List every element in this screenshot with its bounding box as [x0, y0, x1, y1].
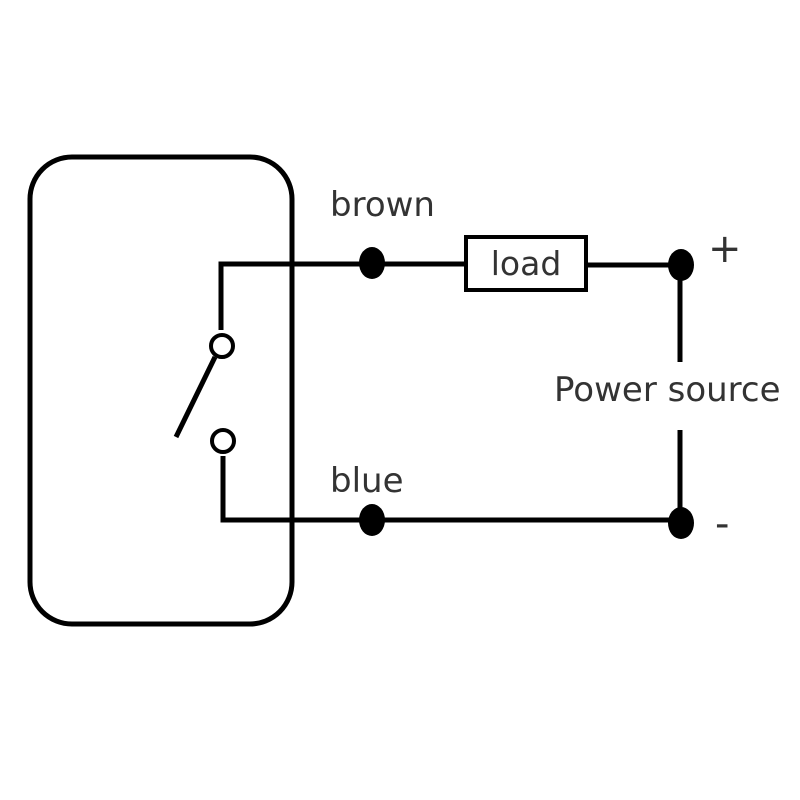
power-source-label: Power source: [554, 370, 781, 410]
brown-label: brown: [330, 185, 435, 225]
switch-blade: [173, 355, 218, 439]
blue-label: blue: [330, 461, 404, 501]
switch-contact-lower: [210, 428, 236, 454]
switch-contact-upper: [209, 333, 235, 359]
brown-terminal-dot: [359, 247, 385, 279]
switch-lower-lead: [220, 456, 372, 523]
plus-terminal-dot: [668, 249, 694, 281]
minus-label: -: [715, 501, 729, 547]
switch-upper-lead: [218, 261, 372, 330]
sensor-housing: [27, 154, 295, 627]
plus-label: +: [708, 226, 742, 272]
blue-terminal-dot: [359, 504, 385, 536]
load-label: load: [491, 244, 562, 283]
minus-terminal-dot: [668, 507, 694, 539]
